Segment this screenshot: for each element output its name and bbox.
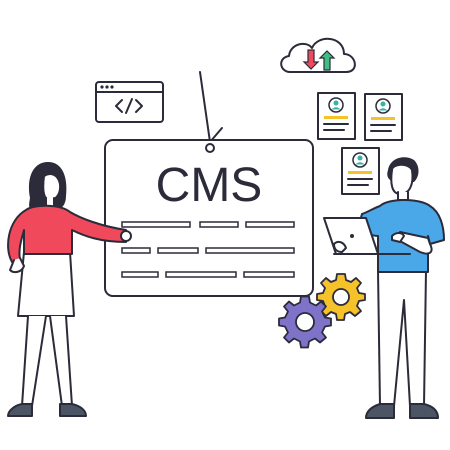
woman-figure [7, 162, 132, 417]
download-arrow-icon [302, 49, 320, 70]
board-title: CMS [156, 159, 263, 212]
board-text-lines [121, 221, 295, 278]
profile-card-icon [341, 147, 380, 195]
gear-icon [278, 295, 332, 349]
man-figure [323, 157, 445, 419]
cms-board: CMS [104, 71, 314, 297]
cloud-sync-icon [280, 38, 356, 73]
code-window-icon [95, 81, 164, 123]
upload-arrow-icon [318, 50, 336, 71]
profile-card-icon [364, 93, 403, 141]
profile-card-icon [317, 92, 356, 140]
gear-icon [316, 273, 366, 321]
